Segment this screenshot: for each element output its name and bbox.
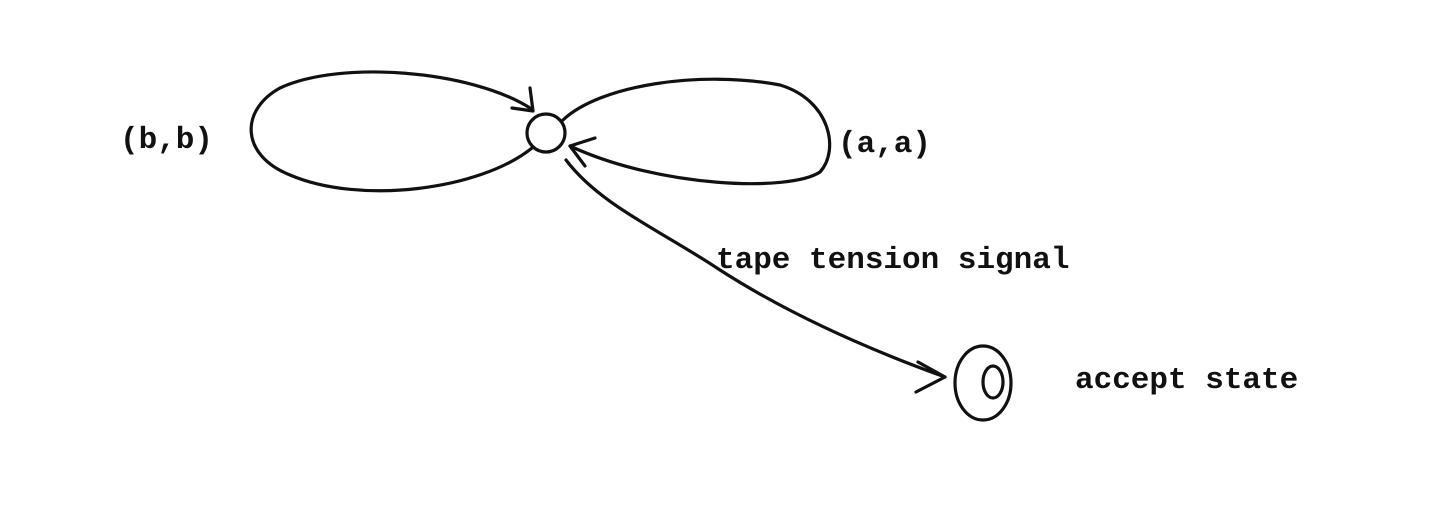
loop-right-edge	[561, 77, 832, 186]
loop-right-arrowhead	[568, 136, 597, 168]
accept-state-label: accept state	[1075, 363, 1298, 398]
accept-state-outer	[953, 344, 1013, 422]
start-state-node	[525, 112, 567, 154]
loop-left-arrowhead	[510, 86, 535, 113]
accept-state-inner	[981, 364, 1005, 400]
transition-label: tape tension signal	[716, 243, 1069, 278]
loop-right-label: (a,a)	[838, 127, 931, 162]
transition-edge	[564, 158, 947, 379]
loop-left-label: (b,b)	[120, 123, 213, 158]
loop-left-edge	[249, 70, 534, 193]
transition-arrowhead	[914, 360, 947, 394]
